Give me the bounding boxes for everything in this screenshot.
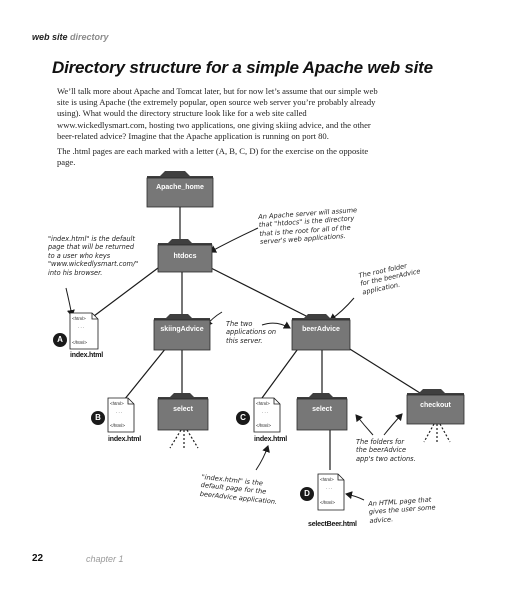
- doc-d-filename: selectBeer.html: [308, 521, 357, 528]
- doc-b-filename: index.html: [108, 436, 142, 443]
- note-html-page: An HTML page that gives the user some ad…: [368, 495, 436, 525]
- folder-label-htdocs: htdocs: [173, 253, 197, 260]
- running-header-section: web site: [32, 32, 68, 42]
- doc-d-close-tag: </html>: [320, 500, 336, 505]
- doc-d-dots: . . .: [326, 485, 333, 490]
- note-htdocs-root: An Apache server will assume that "htdoc…: [258, 206, 358, 247]
- intro-paragraph: We’ll talk more about Apache and Tomcat …: [57, 86, 378, 141]
- doc-a-sheet: [69, 312, 99, 350]
- folder-checkout: [406, 389, 465, 425]
- doc-a-dots: . . .: [78, 324, 85, 329]
- chapter-label: chapter 1: [86, 554, 124, 564]
- folder-htdocs: [157, 239, 213, 273]
- folder-label-beeradvice: beerAdvice: [302, 326, 340, 333]
- doc-c-sheet: [253, 397, 281, 433]
- doc-c-close-tag: </html>: [256, 423, 272, 428]
- doc-a-open-tag: <html>: [72, 316, 86, 321]
- running-header-subsection: directory: [70, 32, 109, 42]
- folder-label-select-beer: select: [312, 406, 332, 413]
- doc-d-sheet: [317, 473, 345, 511]
- doc-b-close-tag: </html>: [110, 423, 126, 428]
- doc-c-dots: . . .: [262, 409, 269, 414]
- doc-c-open-tag: <html>: [256, 401, 270, 406]
- note-index-default: "index.html" is the default page that wi…: [48, 235, 139, 277]
- note-beer-actions: The folders for the beerAdvice app's two…: [356, 438, 416, 463]
- tree-connectors: [81, 207, 451, 470]
- note-two-apps: The two applications on this server.: [226, 320, 277, 345]
- folder-label-skiingadvice: skiingAdvice: [160, 326, 204, 333]
- doc-d-letter-badge: D: [300, 487, 314, 501]
- folder-label-apache-home: Apache_home: [156, 184, 204, 191]
- doc-c-filename: index.html: [254, 436, 288, 443]
- letters-paragraph: The .html pages are each marked with a l…: [57, 146, 369, 168]
- folder-label-select-ski: select: [173, 406, 193, 413]
- doc-b-dots: . . .: [116, 409, 123, 414]
- doc-a-close-tag: </html>: [72, 340, 88, 345]
- running-header: web site directory: [32, 32, 109, 42]
- doc-b-sheet: [107, 397, 135, 433]
- page-title: Directory structure for a simple Apache …: [52, 58, 433, 77]
- folder-beeradvice: [291, 314, 351, 351]
- folder-apache-home: [146, 171, 214, 208]
- doc-c-letter-badge: C: [236, 411, 250, 425]
- doc-d-open-tag: <html>: [320, 477, 334, 482]
- doc-b-letter-badge: B: [91, 411, 105, 425]
- folder-select-beer: [296, 393, 348, 431]
- doc-a-filename: index.html: [70, 352, 104, 359]
- doc-b-open-tag: <html>: [110, 401, 124, 406]
- folder-label-checkout: checkout: [420, 402, 451, 409]
- page-number: 22: [32, 553, 44, 564]
- folder-skiingadvice: [153, 314, 211, 351]
- doc-a-letter-badge: A: [53, 333, 67, 347]
- folder-select-ski: [157, 393, 209, 431]
